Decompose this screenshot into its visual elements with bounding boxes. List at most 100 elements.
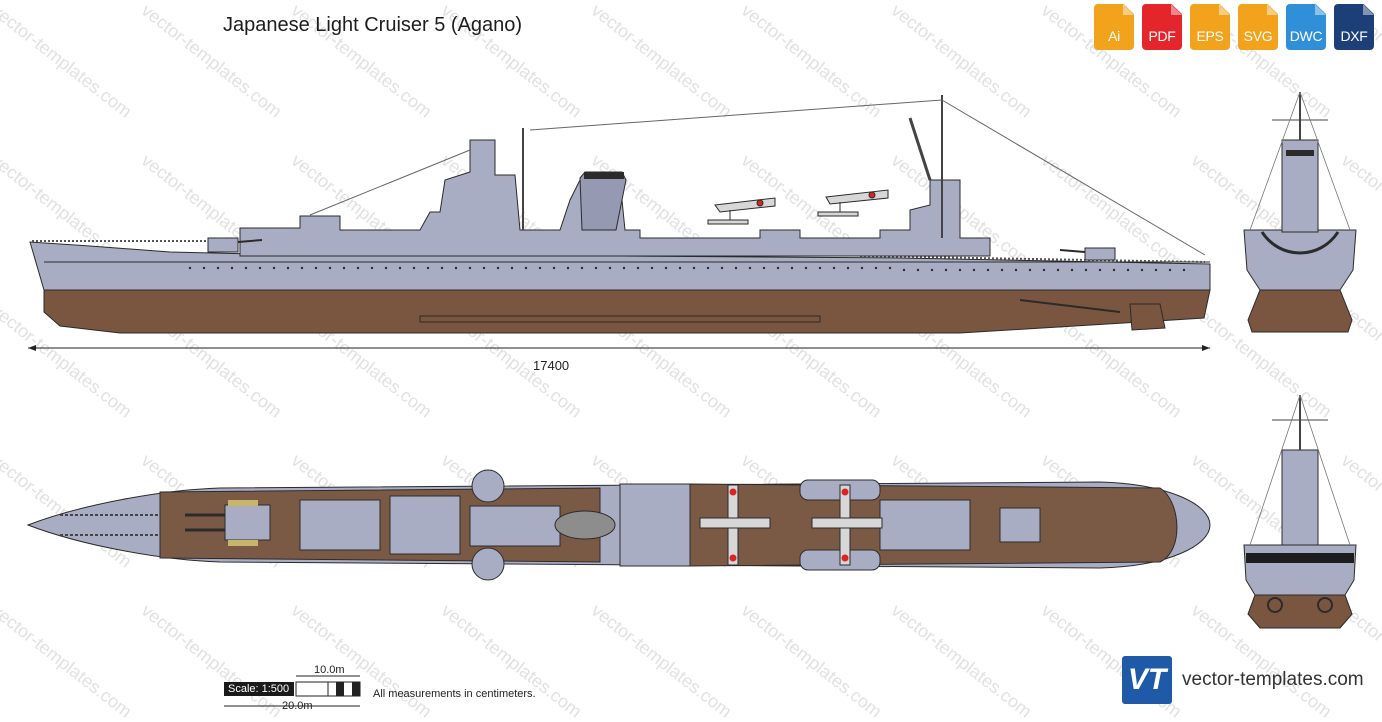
porthole (538, 266, 542, 270)
page-fold-icon (1123, 4, 1134, 15)
porthole (1084, 268, 1088, 272)
porthole (930, 268, 934, 272)
porthole (664, 266, 668, 270)
brand-text: vector-templates.com (1182, 669, 1364, 690)
length-dimension: 17400 (533, 358, 570, 373)
porthole (846, 266, 850, 270)
porthole (1182, 268, 1186, 272)
porthole (356, 266, 360, 270)
format-label: PDF (1148, 28, 1176, 44)
porthole (524, 266, 528, 270)
porthole (1056, 268, 1060, 272)
porthole (314, 266, 318, 270)
porthole (762, 266, 766, 270)
page-fold-icon (1315, 4, 1326, 15)
page-fold-icon (1363, 4, 1374, 15)
porthole (468, 266, 472, 270)
porthole (230, 266, 234, 270)
porthole (818, 266, 822, 270)
porthole (972, 268, 976, 272)
porthole (258, 266, 262, 270)
porthole (1070, 268, 1074, 272)
porthole (342, 266, 346, 270)
format-button-ai[interactable]: Ai (1094, 4, 1134, 50)
dwc-file-icon (1286, 4, 1326, 50)
porthole (804, 266, 808, 270)
side-seaplane-1 (707, 197, 776, 225)
porthole (1098, 268, 1102, 272)
porthole (1112, 268, 1116, 272)
porthole (608, 266, 612, 270)
porthole (272, 266, 276, 270)
measurement-note: All measurements in centimeters. (373, 688, 536, 700)
porthole (958, 268, 962, 272)
side-hull-lower (43, 289, 1211, 334)
scale-top-label: 10.0m (314, 664, 345, 676)
svg-file-icon (1238, 4, 1278, 50)
porthole (328, 266, 332, 270)
porthole (678, 266, 682, 270)
page-fold-icon (1219, 4, 1230, 15)
scale-bottom-label: 20.0m (282, 700, 313, 712)
porthole (398, 266, 402, 270)
porthole (734, 266, 738, 270)
brand[interactable]: VT vector-templates.com (1122, 656, 1364, 704)
porthole (944, 268, 948, 272)
porthole (594, 266, 598, 270)
eps-file-icon (1190, 4, 1230, 50)
dimension-line (28, 345, 1210, 351)
porthole (1140, 268, 1144, 272)
porthole (552, 266, 556, 270)
porthole (244, 266, 248, 270)
scale-bar: 10.0m Scale: 1:500 20.0m (224, 664, 360, 712)
porthole (566, 266, 570, 270)
porthole (370, 266, 374, 270)
porthole (874, 266, 878, 270)
porthole (1014, 268, 1018, 272)
porthole (1000, 268, 1004, 272)
format-label: Ai (1108, 28, 1120, 44)
format-label: DXF (1340, 28, 1368, 44)
porthole (286, 266, 290, 270)
porthole (622, 266, 626, 270)
porthole (188, 266, 192, 270)
porthole (706, 266, 710, 270)
side-hull-upper (29, 241, 1211, 291)
format-button-dwc[interactable]: DWC (1286, 4, 1326, 50)
porthole (384, 266, 388, 270)
ai-file-icon (1094, 4, 1134, 50)
porthole (580, 266, 584, 270)
porthole (1028, 268, 1032, 272)
porthole (720, 266, 724, 270)
porthole (1042, 268, 1046, 272)
porthole (482, 266, 486, 270)
format-button-dxf[interactable]: DXF (1334, 4, 1374, 50)
porthole (454, 266, 458, 270)
format-button-pdf[interactable]: PDF (1142, 4, 1182, 50)
porthole (888, 266, 892, 270)
top-view (26, 469, 1211, 581)
porthole (300, 266, 304, 270)
porthole (440, 266, 444, 270)
porthole (412, 266, 416, 270)
porthole (832, 266, 836, 270)
porthole (426, 266, 430, 270)
porthole (650, 266, 654, 270)
porthole (692, 266, 696, 270)
page-title: Japanese Light Cruiser 5 (Agano) (223, 14, 523, 36)
top-seaplane-1 (699, 484, 771, 566)
format-button-eps[interactable]: EPS (1190, 4, 1230, 50)
rear-view (1243, 394, 1357, 629)
porthole (776, 266, 780, 270)
format-label: DWC (1289, 28, 1323, 44)
vt-logo-icon: VT (1122, 656, 1172, 704)
front-view (1243, 91, 1357, 333)
format-button-svg[interactable]: SVG (1238, 4, 1278, 50)
side-profile (29, 95, 1211, 334)
porthole (790, 266, 794, 270)
side-portholes (188, 266, 1186, 272)
porthole (496, 266, 500, 270)
porthole (986, 268, 990, 272)
